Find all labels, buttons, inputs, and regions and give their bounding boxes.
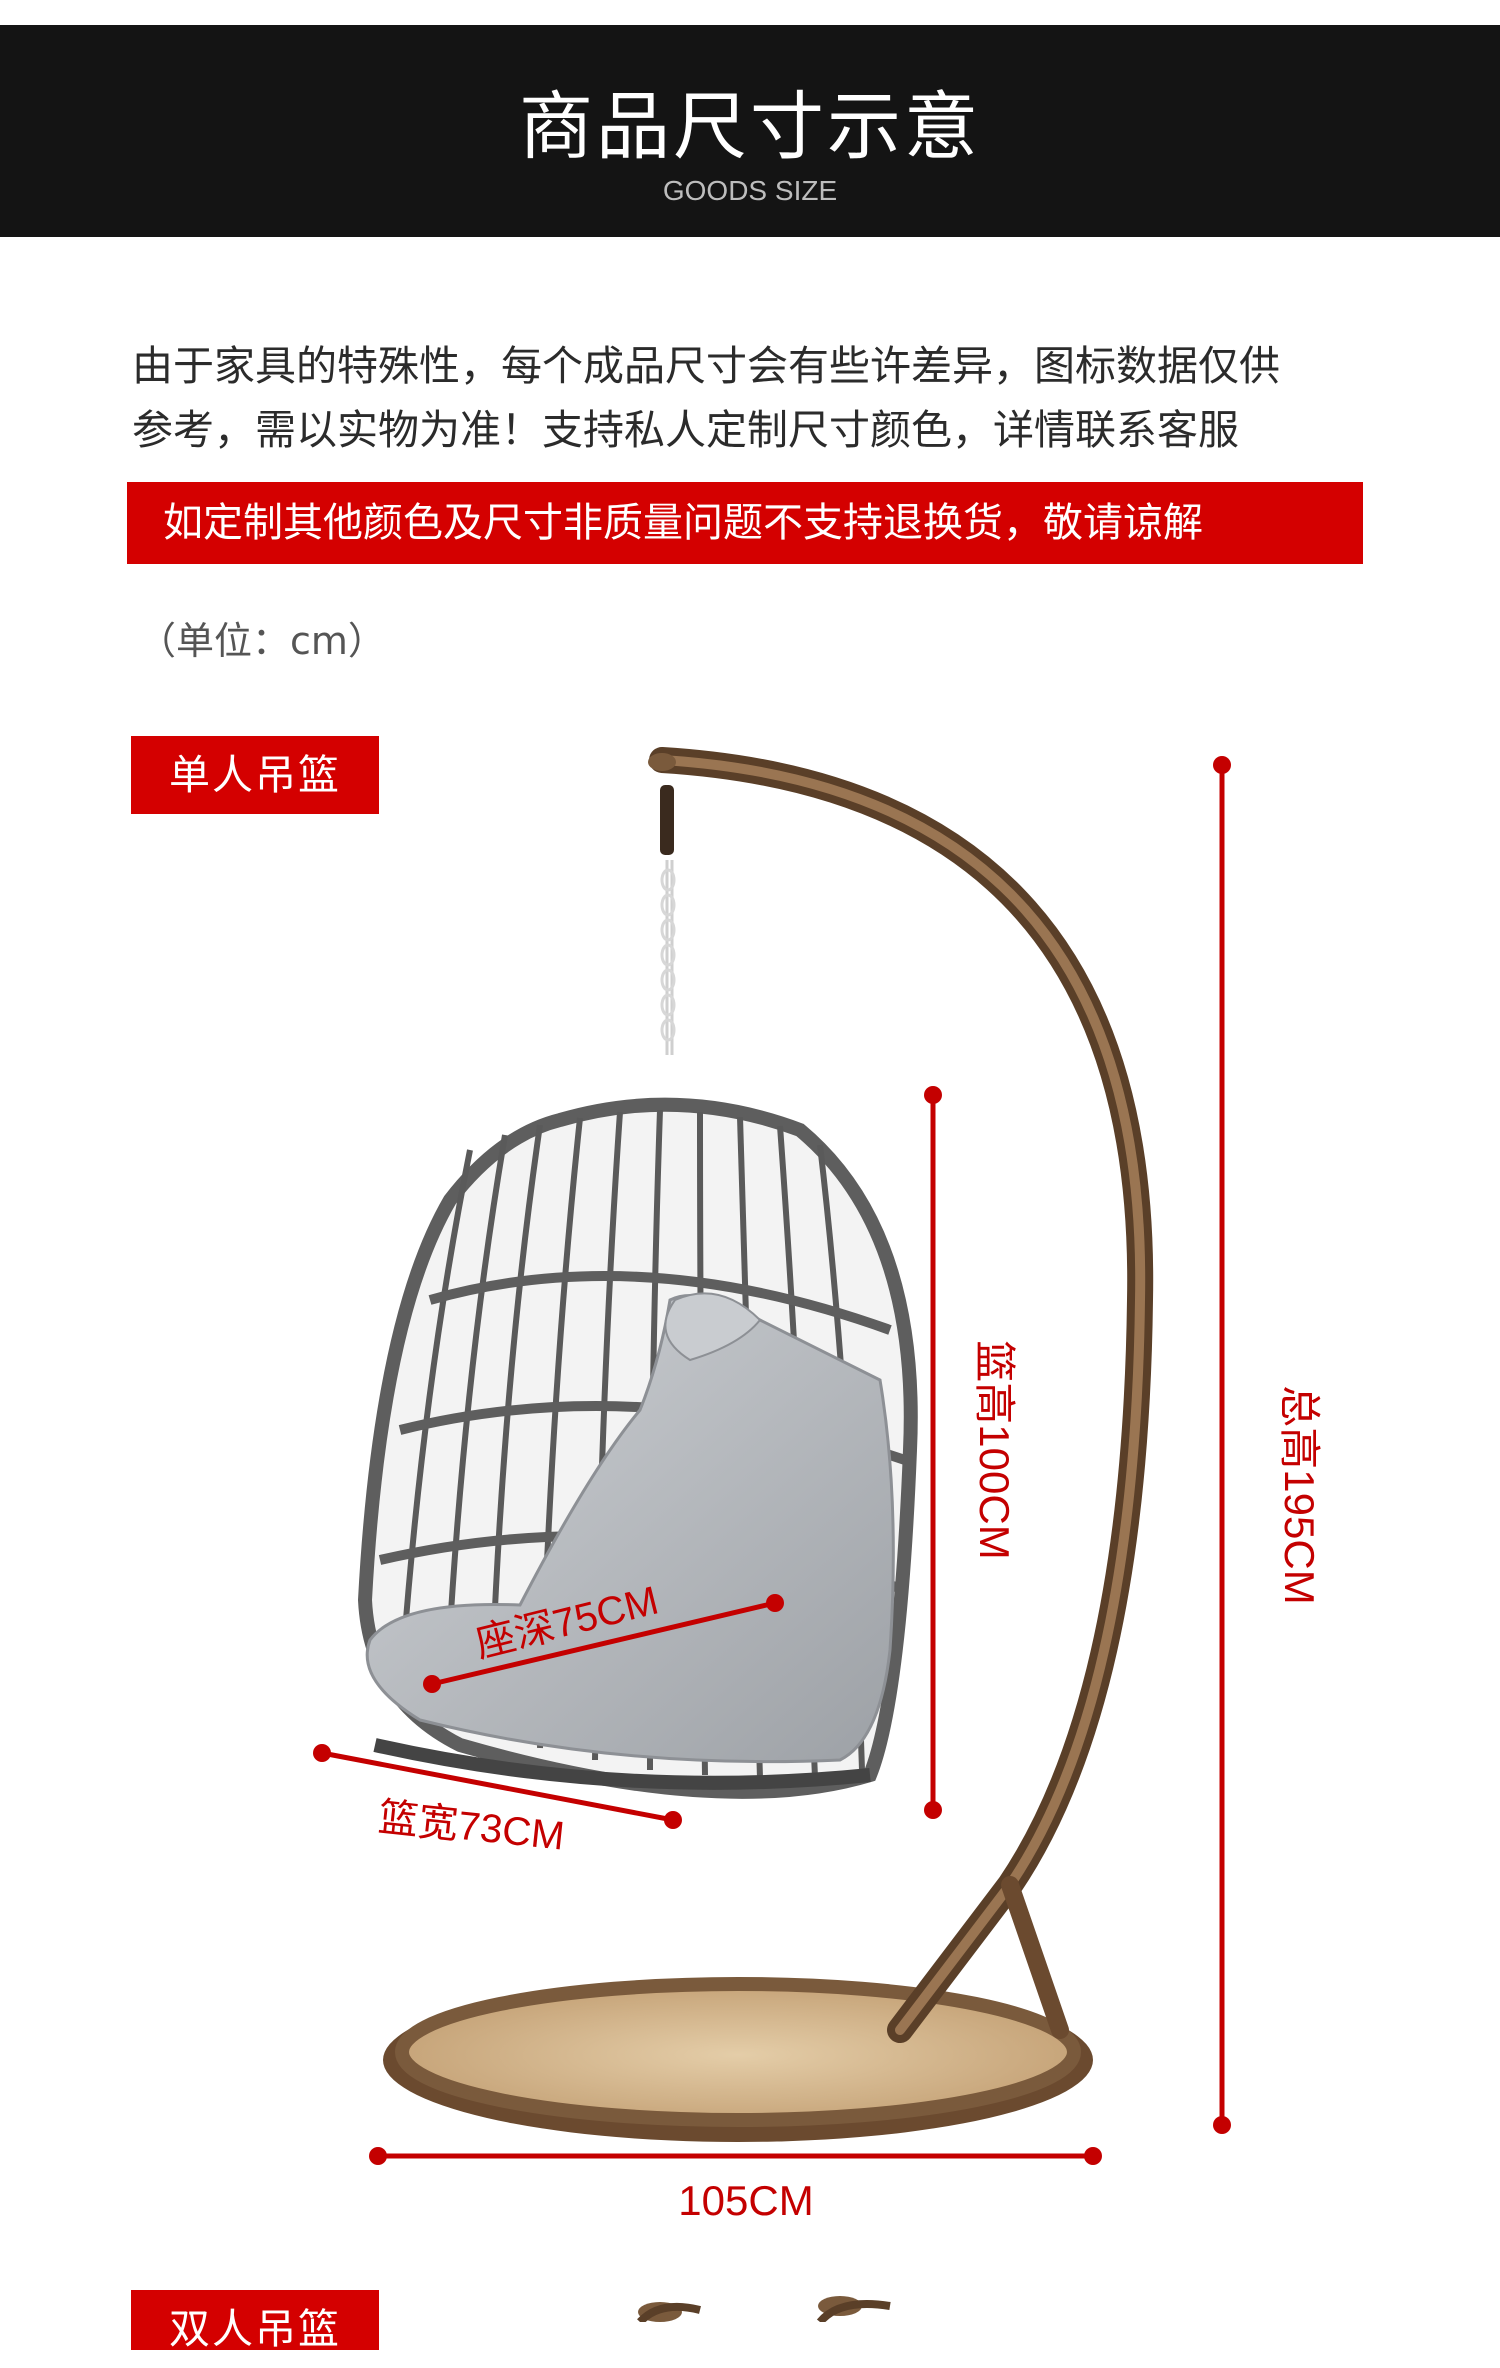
tag-double-basket: 双人吊篮 [131, 2290, 379, 2353]
label-basket-width: 篮宽73CM [376, 1795, 566, 1858]
label-basket-height: 篮高100CM [971, 1340, 1018, 1559]
notice-text: 由于家具的特殊性，每个成品尺寸会有些许差异，图标数据仅供 参考，需以实物为准！支… [132, 334, 1382, 462]
header-banner: 商品尺寸示意 GOODS SIZE [0, 25, 1500, 237]
cushion [365, 1294, 895, 1764]
hanging-chain [660, 785, 676, 1055]
dimension-lines [313, 756, 1231, 2165]
basket [357, 1097, 918, 1799]
label-base-width: 105CM [678, 2177, 813, 2224]
stand-pole [648, 747, 1154, 2043]
tag-single-basket: 单人吊篮 [131, 736, 379, 814]
label-total-height: 总高195CM [1276, 1385, 1323, 1604]
next-product-preview [637, 2296, 891, 2322]
warning-banner: 如定制其他颜色及尺寸非质量问题不支持退换货，敬请谅解 [127, 482, 1363, 564]
stand-base [383, 1977, 1093, 2142]
notice-line-1: 由于家具的特殊性，每个成品尺寸会有些许差异，图标数据仅供 [132, 342, 1280, 390]
page-subtitle: GOODS SIZE [662, 175, 838, 206]
unit-label: （单位：cm） [138, 619, 386, 663]
page-title: 商品尺寸示意 [519, 84, 981, 170]
notice-line-2: 参考，需以实物为准！支持私人定制尺寸颜色，详情联系客服 [132, 406, 1239, 454]
